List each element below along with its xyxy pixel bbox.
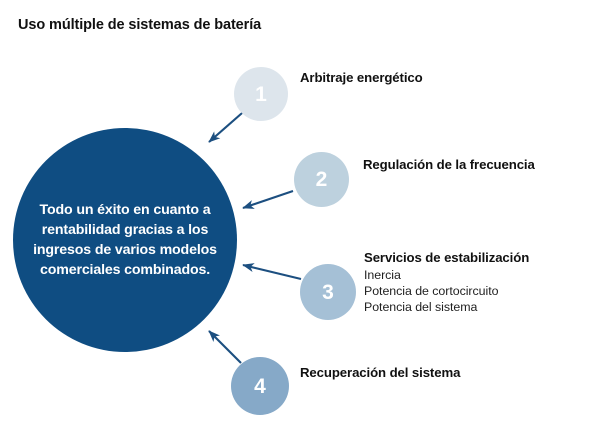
- arrow-to-hub-1: [208, 109, 247, 143]
- spoke-title-3: Servicios de estabilización: [364, 250, 530, 265]
- spoke-number-badge-3: 3: [300, 264, 356, 320]
- spoke-title-2: Regulación de la frecuencia: [363, 157, 535, 172]
- arrow-to-hub-4: [208, 330, 242, 364]
- spoke-text-block-4: Recuperación del sistema: [300, 365, 510, 382]
- hub-circle: Todo un éxito en cuanto a rentabilidad g…: [13, 128, 237, 352]
- spoke-subitem-3-1: Inercia: [364, 267, 401, 282]
- arrow-to-hub-3: [242, 263, 302, 281]
- spoke-text-block-3: Servicios de estabilización Inercia Pote…: [364, 250, 599, 315]
- page-title: Uso múltiple de sistemas de batería: [18, 17, 262, 33]
- spoke-text-block-2: Regulación de la frecuencia: [363, 157, 583, 174]
- hub-label: Todo un éxito en cuanto a rentabilidad g…: [33, 201, 217, 279]
- spoke-title-1: Arbitraje energético: [300, 70, 423, 85]
- spoke-number-badge-4: 4: [231, 357, 289, 415]
- spoke-number-badge-1: 1: [234, 67, 288, 121]
- arrow-to-hub-2: [242, 190, 294, 209]
- spoke-subitem-3-2: Potencia de cortocircuito: [364, 283, 499, 298]
- spoke-title-4: Recuperación del sistema: [300, 365, 461, 380]
- spoke-text-block-1: Arbitraje energético: [300, 70, 500, 87]
- spoke-number-badge-2: 2: [294, 152, 349, 207]
- spoke-subitem-3-3: Potencia del sistema: [364, 299, 478, 314]
